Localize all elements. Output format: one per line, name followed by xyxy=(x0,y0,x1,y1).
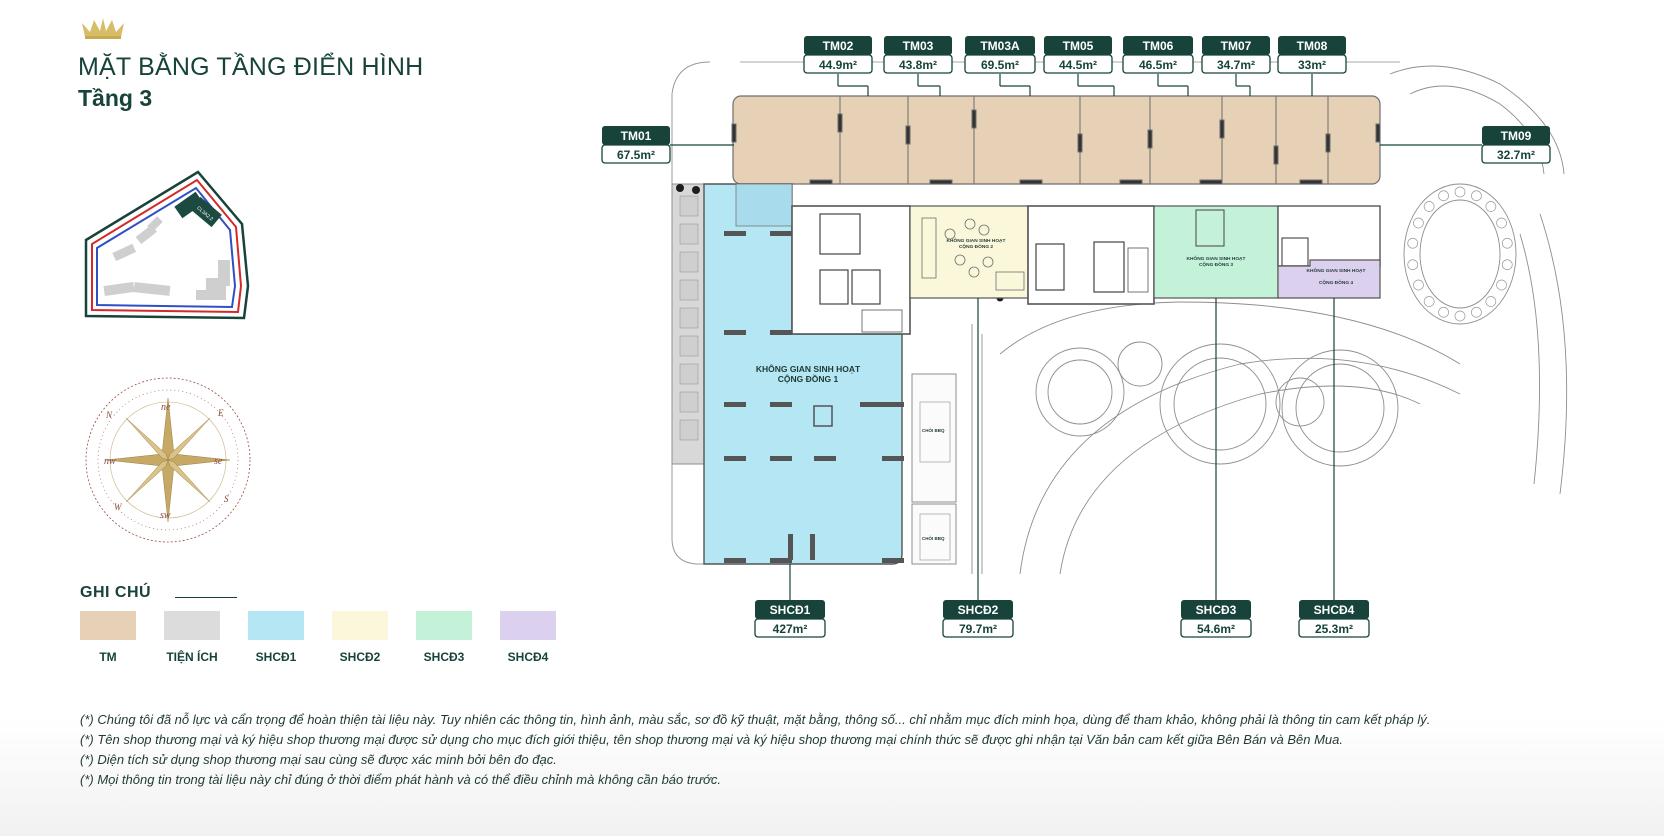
label-tm07-area: 34.7m² xyxy=(1217,58,1255,72)
compass-n: N xyxy=(105,410,113,420)
label-shcd1: SHCĐ1 427m² xyxy=(754,600,826,638)
label-tm03a-area: 69.5m² xyxy=(981,58,1019,72)
legend-item: TM xyxy=(80,611,164,664)
compass-rose-icon: N E S W ne se sw nw xyxy=(85,377,251,543)
compass-nw: nw xyxy=(104,456,116,467)
label-tm08: TM08 33m² xyxy=(1277,36,1347,74)
label-tm05-area: 44.5m² xyxy=(1059,58,1097,72)
label-tm09-code: TM09 xyxy=(1501,129,1532,143)
label-shcd4-area: 25.3m² xyxy=(1315,622,1353,636)
label-tm03a-code: TM03A xyxy=(980,39,1020,53)
compass-w: W xyxy=(114,502,123,512)
legend-item: TIỆN ÍCH xyxy=(164,611,248,664)
shcd2-area xyxy=(909,205,1029,299)
disclaimer-notes: (*) Chúng tôi đã nỗ lực và cẩn trọng để … xyxy=(80,710,1430,790)
shcd1-room-line1: KHÔNG GIAN SINH HOẠT xyxy=(756,363,861,374)
legend-swatch xyxy=(80,611,136,640)
label-shcd4-code: SHCĐ4 xyxy=(1314,603,1355,617)
note-3: (*) Diện tích sử dụng shop thương mại sa… xyxy=(80,752,557,767)
label-tm06-code: TM06 xyxy=(1143,39,1174,53)
legend-title: GHI CHÚ xyxy=(80,584,152,601)
label-tm07-code: TM07 xyxy=(1221,39,1252,53)
label-tm06-area: 46.5m² xyxy=(1139,58,1177,72)
legend-item: SHCĐ1 xyxy=(248,611,332,664)
label-shcd2-area: 79.7m² xyxy=(959,622,997,636)
legend-label: SHCĐ1 xyxy=(255,650,297,664)
label-tm02-area: 44.9m² xyxy=(819,58,857,72)
legend: TM TIỆN ÍCH SHCĐ1 SHCĐ2 SHCĐ3 SHCĐ4 xyxy=(80,611,584,664)
page-title: MẶT BẰNG TẦNG ĐIỂN HÌNH xyxy=(78,53,424,81)
note-1: (*) Chúng tôi đã nỗ lực và cẩn trọng để … xyxy=(80,712,1431,727)
label-shcd3-code: SHCĐ3 xyxy=(1196,603,1237,617)
tm-strip xyxy=(732,95,1381,185)
shcd4-room-line1: KHÔNG GIAN SINH HOẠT xyxy=(1307,266,1366,274)
legend-label: SHCĐ2 xyxy=(339,650,381,664)
label-shcd2: SHCĐ2 79.7m² xyxy=(942,600,1014,638)
label-shcd2-code: SHCĐ2 xyxy=(958,603,999,617)
compass-ne: ne xyxy=(161,402,171,413)
compass-sw: sw xyxy=(160,510,171,521)
bbq-label-2: CHÒI BBQ xyxy=(922,534,945,541)
label-tm01-area: 67.5m² xyxy=(617,148,655,162)
shcd3-room-line1: KHÔNG GIAN SINH HOẠT xyxy=(1187,254,1246,262)
legend-swatch xyxy=(416,611,472,640)
legend-label: TIỆN ÍCH xyxy=(166,650,218,664)
site-key-map: CL3A2.2 xyxy=(84,170,250,320)
compass-se: se xyxy=(214,456,223,467)
label-tm05: TM05 44.5m² xyxy=(1043,36,1113,74)
label-shcd3-area: 54.6m² xyxy=(1197,622,1235,636)
label-tm02: TM02 44.9m² xyxy=(803,36,873,74)
label-tm06: TM06 46.5m² xyxy=(1122,36,1194,74)
label-tm09-area: 32.7m² xyxy=(1497,148,1535,162)
label-tm03-code: TM03 xyxy=(903,39,934,53)
note-4: (*) Mọi thông tin trong tài liệu này chỉ… xyxy=(80,772,722,787)
shcd2-room-line2: CỘNG ĐỒNG 2 xyxy=(959,242,993,250)
note-2: (*) Tên shop thương mại và ký hiệu shop … xyxy=(80,732,1343,747)
shcd3-area xyxy=(1153,205,1279,299)
legend-swatch xyxy=(164,611,220,640)
shcd3-room-line2: CỘNG ĐỒNG 3 xyxy=(1199,260,1233,268)
legend-swatch xyxy=(332,611,388,640)
label-tm03: TM03 43.8m² xyxy=(883,36,953,74)
legend-divider xyxy=(175,597,237,598)
shcd1-room-line2: CỘNG ĐỒNG 1 xyxy=(778,373,839,384)
bbq-label-1: CHÒI BBQ xyxy=(922,426,945,433)
page-subtitle: Tầng 3 xyxy=(78,85,153,111)
label-shcd1-area: 427m² xyxy=(773,622,808,636)
legend-label: SHCĐ3 xyxy=(423,650,465,664)
crown-logo-icon xyxy=(82,18,124,39)
label-tm07: TM07 34.7m² xyxy=(1201,36,1271,74)
legend-item: SHCĐ4 xyxy=(500,611,584,664)
shcd4-room-line2: CỘNG ĐỒNG 4 xyxy=(1319,278,1353,286)
label-shcd1-code: SHCĐ1 xyxy=(770,603,811,617)
compass-s: S xyxy=(224,494,229,504)
label-shcd3: SHCĐ3 54.6m² xyxy=(1180,600,1252,638)
label-tm01-code: TM01 xyxy=(621,129,652,143)
legend-item: SHCĐ2 xyxy=(332,611,416,664)
legend-swatch xyxy=(248,611,304,640)
label-tm05-code: TM05 xyxy=(1063,39,1094,53)
label-shcd4: SHCĐ4 25.3m² xyxy=(1298,600,1370,638)
floor-plan: CHÒI BBQ CHÒI BBQ KHÔNG GIAN SINH HOẠT C… xyxy=(601,36,1568,638)
legend-swatch xyxy=(500,611,556,640)
label-tm01: TM01 67.5m² xyxy=(601,126,671,164)
compass-e: E xyxy=(217,408,224,418)
shcd2-room-line1: KHÔNG GIAN SINH HOẠT xyxy=(947,236,1006,244)
label-tm02-code: TM02 xyxy=(823,39,854,53)
label-tm03a: TM03A 69.5m² xyxy=(964,36,1036,74)
legend-item: SHCĐ3 xyxy=(416,611,500,664)
label-tm08-code: TM08 xyxy=(1297,39,1328,53)
label-tm09: TM09 32.7m² xyxy=(1481,126,1551,164)
shcd4-area xyxy=(1277,259,1381,299)
legend-label: SHCĐ4 xyxy=(507,650,549,664)
label-tm03-area: 43.8m² xyxy=(899,58,937,72)
legend-label: TM xyxy=(99,650,117,664)
label-tm08-area: 33m² xyxy=(1298,58,1326,72)
